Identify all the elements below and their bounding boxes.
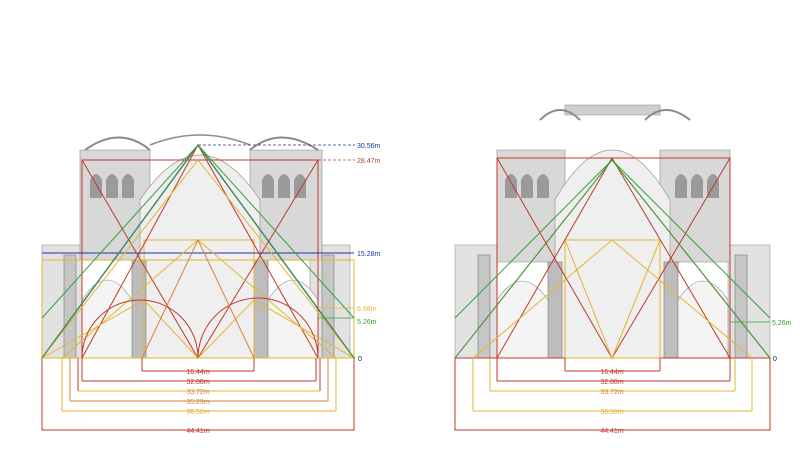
width-label: 16.44m bbox=[186, 369, 210, 376]
right-height-labels: 5.26m 0 bbox=[772, 320, 792, 363]
width-label: 32.88m bbox=[186, 379, 210, 386]
height-label-upper: 28.47m bbox=[357, 158, 381, 165]
height-label-lower-green: 5.26m bbox=[772, 320, 792, 327]
width-label: 44.41m bbox=[600, 428, 624, 435]
height-label-lower-green: 5.26m bbox=[357, 319, 377, 326]
right-cathedral-section-drawing bbox=[454, 104, 771, 359]
height-label-ground: 0 bbox=[358, 356, 362, 363]
left-geometry-overlay bbox=[41, 143, 355, 431]
right-geometry-overlay bbox=[454, 157, 771, 431]
width-label: 16.44m bbox=[600, 369, 624, 376]
right-width-labels: 16.44m 32.88m 33.72m 36.50m 44.41m bbox=[600, 369, 624, 435]
left-width-labels: 16.44m 32.88m 33.72m 35.29m 36.50m 44.41… bbox=[186, 369, 210, 435]
height-label-middle: 15.28m bbox=[357, 251, 381, 258]
width-label: 36.50m bbox=[600, 409, 624, 416]
width-label: 33.72m bbox=[186, 389, 210, 396]
width-label: 32.88m bbox=[600, 379, 624, 386]
height-label-lower-yellow: 6.98m bbox=[357, 306, 377, 313]
left-cathedral-section-drawing bbox=[41, 134, 351, 359]
left-height-labels: 30.56m 28.47m 15.28m 6.98m 5.26m 0 bbox=[357, 143, 381, 363]
height-label-ground: 0 bbox=[773, 356, 777, 363]
width-label: 35.29m bbox=[186, 399, 210, 406]
width-label: 36.50m bbox=[186, 409, 210, 416]
height-label-top: 30.56m bbox=[357, 143, 381, 150]
width-label: 44.41m bbox=[186, 428, 210, 435]
width-label: 33.72m bbox=[600, 389, 624, 396]
